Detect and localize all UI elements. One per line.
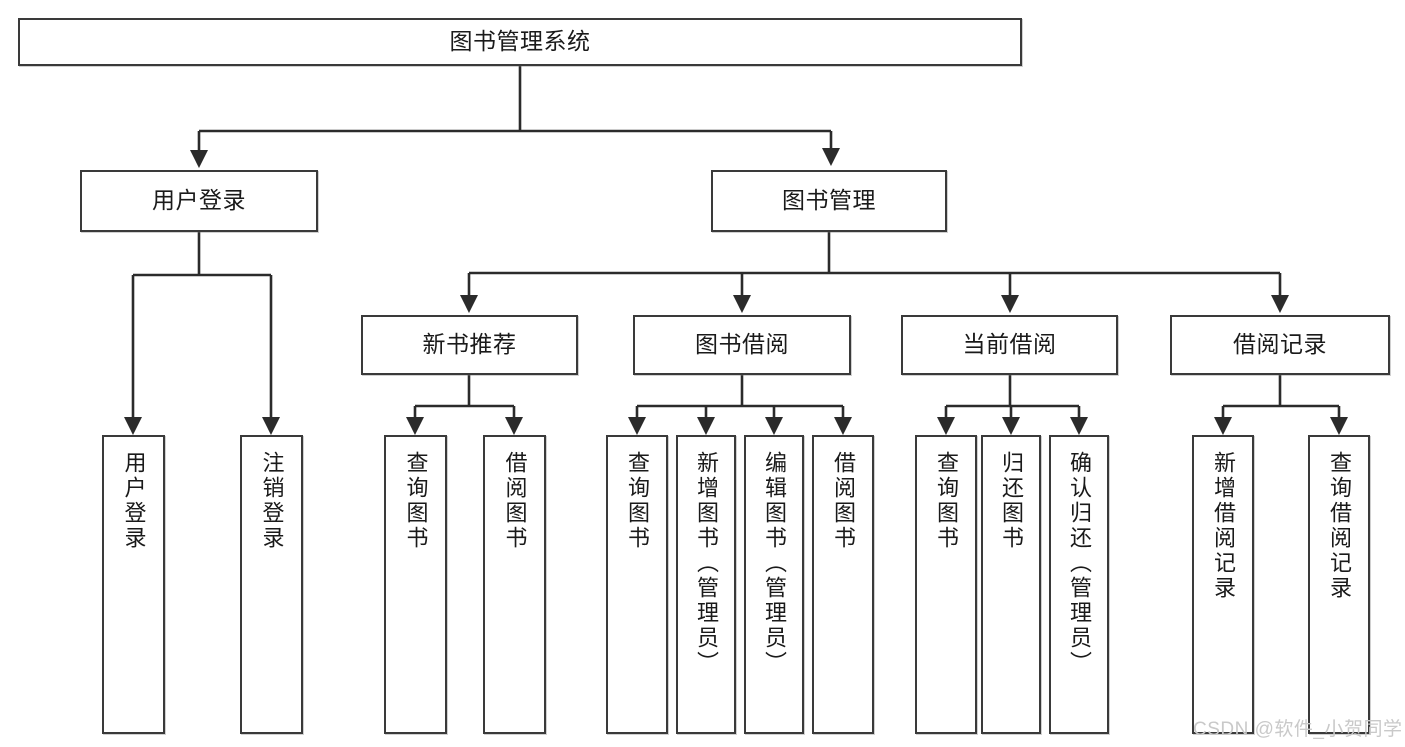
- node-leaf-return-book-label: 归还图书: [999, 451, 1024, 551]
- node-book-borrow[interactable]: 图书借阅: [633, 315, 851, 375]
- node-borrow-record-label: 借阅记录: [1233, 331, 1327, 358]
- node-leaf-confirm-return[interactable]: 确认归还（管理员）: [1049, 435, 1109, 734]
- node-user-login[interactable]: 用户登录: [80, 170, 318, 232]
- node-current-borrow[interactable]: 当前借阅: [901, 315, 1118, 375]
- node-root-label: 图书管理系统: [449, 28, 591, 55]
- node-book-manage[interactable]: 图书管理: [711, 170, 947, 232]
- node-leaf-add-record[interactable]: 新增借阅记录: [1192, 435, 1254, 734]
- node-leaf-query-book-b-label: 查询图书: [625, 451, 650, 551]
- node-leaf-query-record[interactable]: 查询借阅记录: [1308, 435, 1370, 734]
- node-leaf-borrow-book-b[interactable]: 借阅图书: [812, 435, 874, 734]
- node-leaf-return-book[interactable]: 归还图书: [981, 435, 1041, 734]
- node-new-book-rec-label: 新书推荐: [422, 331, 517, 358]
- node-leaf-logout-label: 注销登录: [259, 451, 285, 551]
- node-leaf-query-book-c-label: 查询图书: [934, 451, 959, 551]
- node-leaf-edit-book-label: 编辑图书（管理员）: [762, 451, 787, 676]
- node-new-book-rec[interactable]: 新书推荐: [361, 315, 578, 375]
- node-leaf-query-book-a[interactable]: 查询图书: [384, 435, 447, 734]
- node-current-borrow-label: 当前借阅: [962, 331, 1057, 358]
- node-leaf-borrow-book-a-label: 借阅图书: [502, 451, 528, 551]
- node-leaf-add-book[interactable]: 新增图书（管理员）: [676, 435, 736, 734]
- node-book-borrow-label: 图书借阅: [695, 331, 789, 358]
- node-leaf-add-record-label: 新增借阅记录: [1211, 451, 1236, 601]
- node-leaf-add-book-label: 新增图书（管理员）: [694, 451, 719, 676]
- csdn-watermark: CSDN @软件_小贺同学: [1193, 719, 1403, 740]
- node-leaf-user-login[interactable]: 用户登录: [102, 435, 165, 734]
- node-leaf-logout[interactable]: 注销登录: [240, 435, 303, 734]
- node-borrow-record[interactable]: 借阅记录: [1170, 315, 1390, 375]
- node-leaf-borrow-book-b-label: 借阅图书: [831, 451, 856, 551]
- node-leaf-query-book-a-label: 查询图书: [403, 451, 429, 551]
- node-leaf-edit-book[interactable]: 编辑图书（管理员）: [744, 435, 804, 734]
- node-leaf-query-book-b[interactable]: 查询图书: [606, 435, 668, 734]
- node-root[interactable]: 图书管理系统: [18, 18, 1022, 66]
- node-leaf-user-login-label: 用户登录: [121, 451, 147, 551]
- node-leaf-borrow-book-a[interactable]: 借阅图书: [483, 435, 546, 734]
- node-leaf-confirm-return-label: 确认归还（管理员）: [1067, 451, 1092, 676]
- node-book-manage-label: 图书管理: [782, 187, 876, 214]
- node-user-login-label: 用户登录: [152, 187, 246, 214]
- node-leaf-query-record-label: 查询借阅记录: [1327, 451, 1352, 601]
- node-leaf-query-book-c[interactable]: 查询图书: [915, 435, 977, 734]
